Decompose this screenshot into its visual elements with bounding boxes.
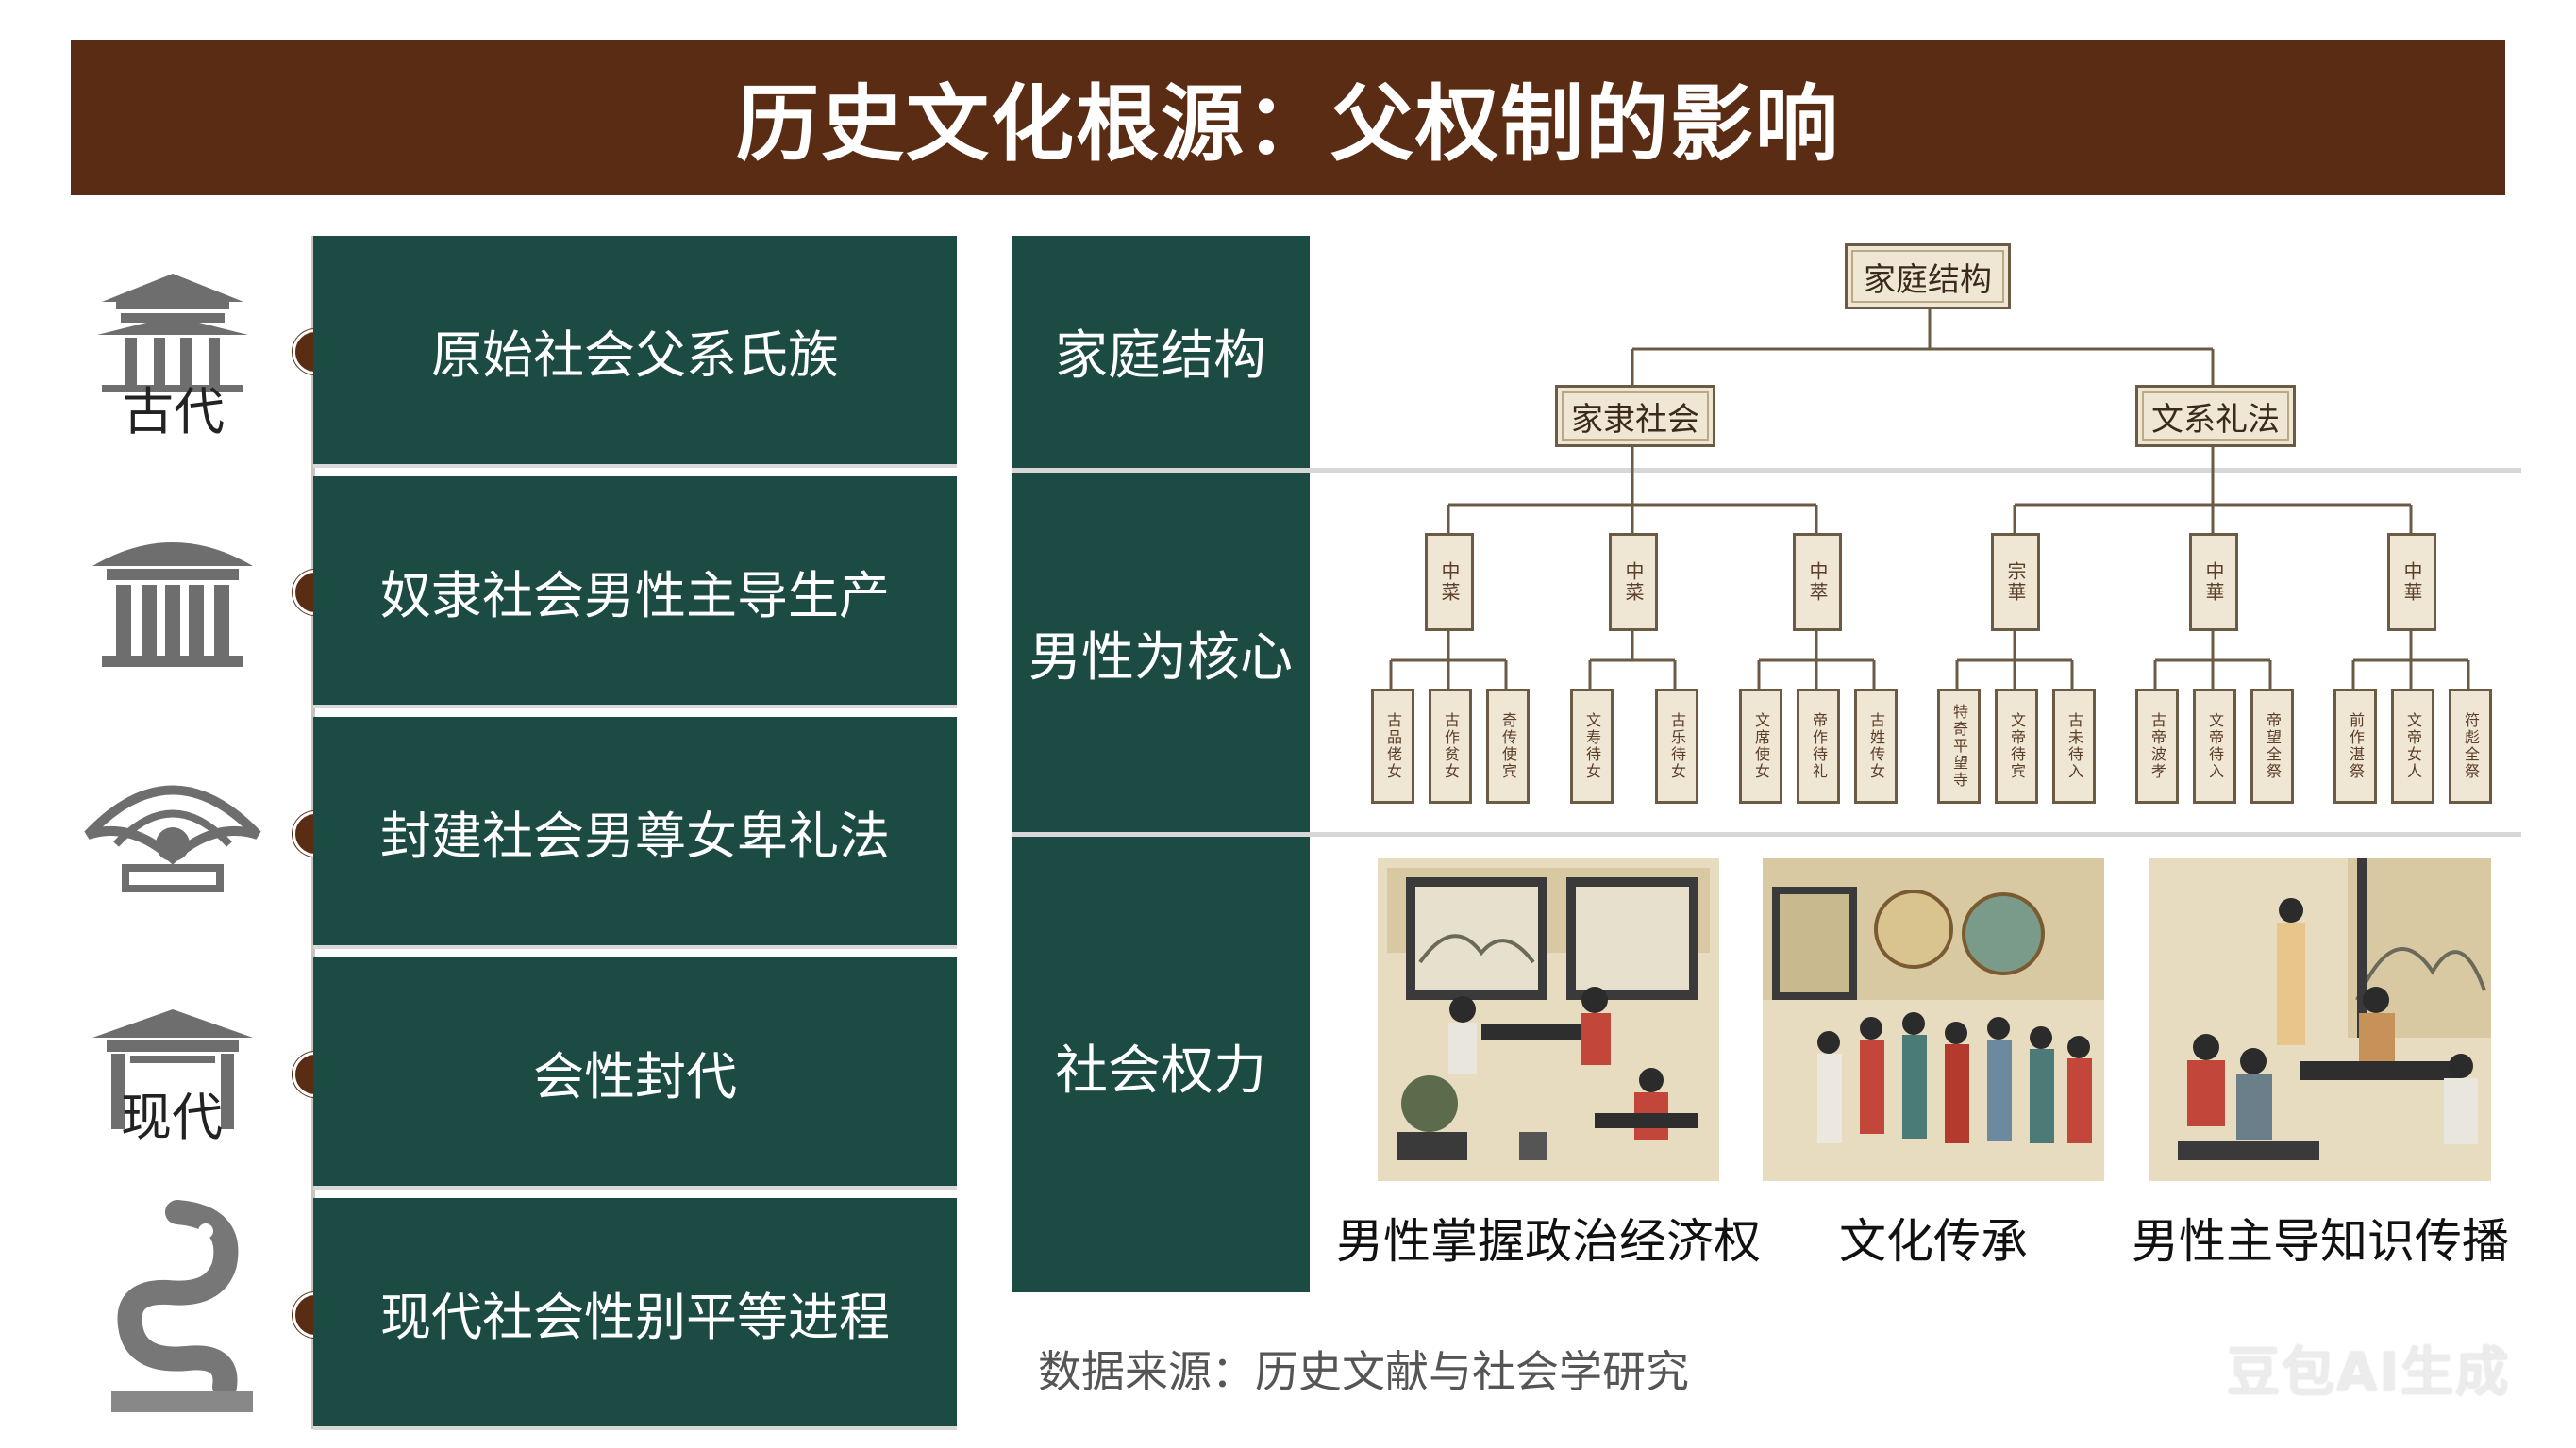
- scene-court-illustration: [1378, 858, 1719, 1181]
- watermark: 豆包AI生成: [2227, 1342, 2511, 1404]
- dragon-statue-icon: [111, 1200, 253, 1412]
- tree-node-ritual-law: 文系礼法: [2135, 385, 2296, 447]
- dimension-male-centered: 男性为核心: [1029, 627, 1293, 689]
- tree-leaf: 文帝女人: [2391, 689, 2434, 804]
- scene-caption-culture: 文化传承: [1839, 1214, 2028, 1269]
- tree-leaf: 文席使女: [1739, 689, 1782, 804]
- dimension-family-structure: 家庭结构: [1055, 325, 1266, 387]
- tree-root: 家庭结构: [1845, 243, 2011, 309]
- scene-scholar-illustration: [2149, 858, 2491, 1181]
- tree-leaf: 古乐待女: [1655, 689, 1698, 804]
- tree-leaf: 文帝待入: [2193, 689, 2236, 804]
- era-label-modern: 现代: [121, 1088, 223, 1147]
- tree-leaf: 特奇平望寺: [1937, 689, 1981, 804]
- modern-gate-icon: [92, 1009, 253, 1129]
- tree-leaf: 文寿待女: [1570, 689, 1614, 804]
- stage-slave-society: 奴隶社会男性主导生产: [313, 476, 957, 705]
- tree-leaf: 古帝波孝: [2135, 689, 2179, 804]
- stage-feudal: 封建社会男尊女卑礼法: [313, 717, 957, 945]
- stage-transition: 会性封代: [313, 957, 957, 1186]
- tree-node-slave-society: 家隶社会: [1555, 385, 1715, 447]
- tree-level2-node: 中華: [2189, 533, 2238, 631]
- dimension-social-power: 社会权力: [1055, 1040, 1266, 1102]
- scene-caption-political-power: 男性掌握政治经济权: [1336, 1214, 1761, 1269]
- row-separator-1: [1012, 468, 2521, 473]
- stage-modern: 现代社会性别平等进程: [313, 1198, 957, 1426]
- tree-leaf: 前作湛祭: [2333, 689, 2377, 804]
- page-title: 历史文化根源：父权制的影响: [71, 40, 2505, 195]
- tree-level2-node: 中菜: [1609, 533, 1658, 631]
- tree-leaf: 文帝待宾: [1995, 689, 2038, 804]
- tree-leaf: 奇传使宾: [1486, 689, 1530, 804]
- lotus-ornament-icon: [84, 785, 261, 892]
- tree-leaf: 帝望全祭: [2250, 689, 2294, 804]
- tree-level2-node: 宗華: [1991, 533, 2040, 631]
- tree-level2-node: 中菜: [1425, 533, 1474, 631]
- tree-connectors: [1389, 304, 2470, 689]
- data-source-note: 数据来源：历史文献与社会学研究: [1038, 1346, 1689, 1397]
- scene-caption-knowledge: 男性主导知识传播: [2132, 1214, 2509, 1269]
- tree-leaf: 古品佬女: [1371, 689, 1414, 804]
- tree-level2-node: 中萃: [1793, 533, 1842, 631]
- scene-culture-illustration: [1763, 858, 2104, 1181]
- era-label-ancient: 古代: [123, 382, 225, 441]
- row-separator-2: [1012, 832, 2521, 837]
- tree-leaf: 古作贫女: [1429, 689, 1472, 804]
- ancient-pavilion-icon: [97, 274, 248, 392]
- stage-primitive: 原始社会父系氏族: [313, 236, 957, 464]
- tree-leaf: 帝作待礼: [1797, 689, 1840, 804]
- tree-leaf: 古未待入: [2052, 689, 2096, 804]
- dimension-column: [1012, 236, 1310, 1292]
- tree-leaf: 古姓传女: [1854, 689, 1898, 804]
- tree-level2-node: 中華: [2387, 533, 2436, 631]
- temple-hall-icon: [92, 542, 253, 667]
- tree-leaf: 符彪全祭: [2449, 689, 2492, 804]
